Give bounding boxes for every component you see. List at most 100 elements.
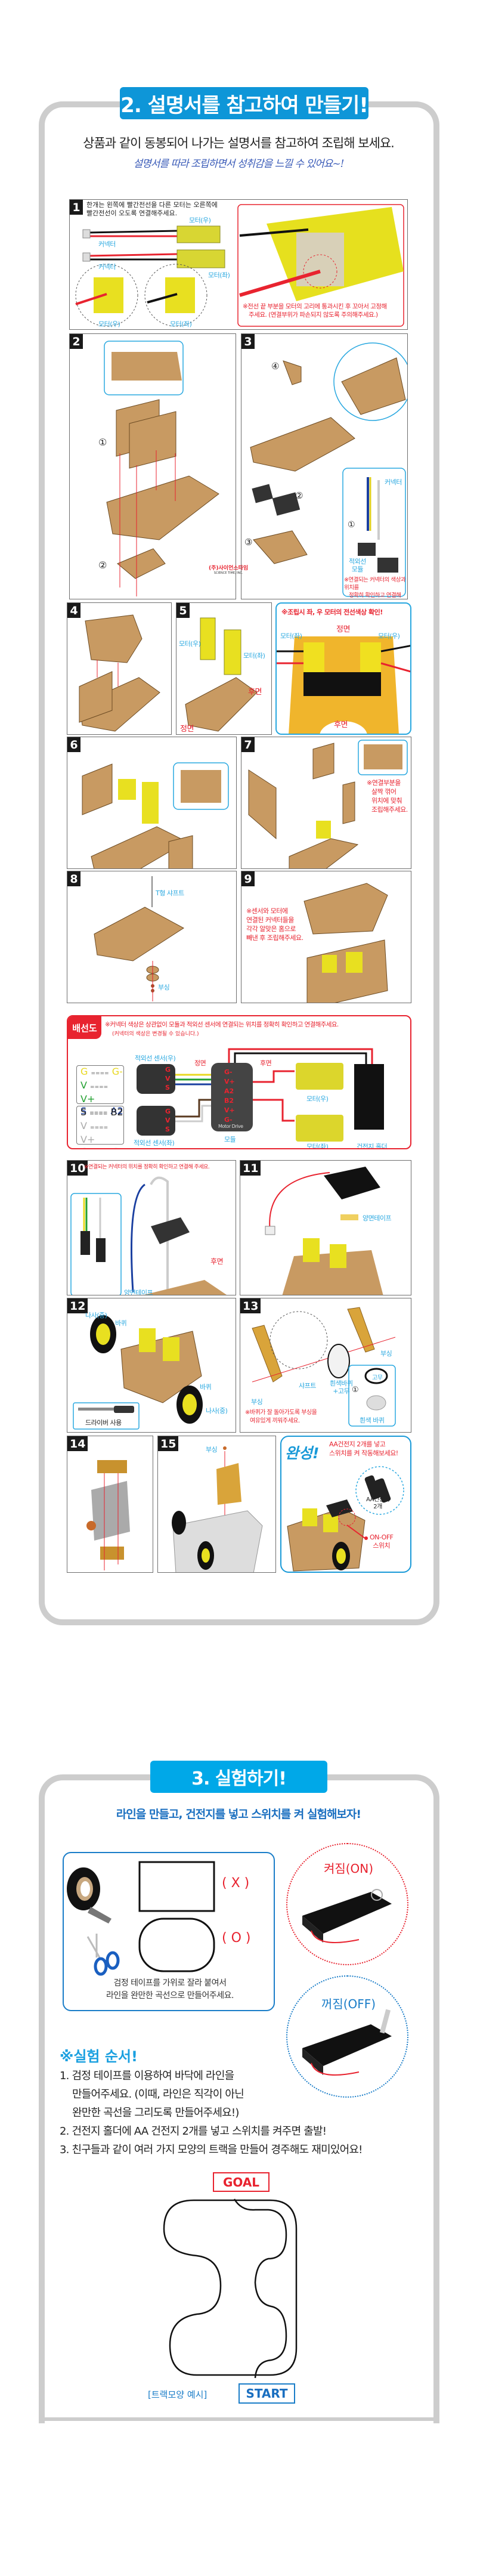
step-12-panel: 12 나사(중) 바퀴 바퀴 나사(중) 드라이버 사용 (67, 1298, 236, 1433)
separator: ==== (89, 1110, 108, 1116)
step-number: 14 (67, 1436, 88, 1451)
battery-holder-on-icon (302, 1889, 392, 1943)
step-6-panel: 6 (67, 737, 237, 869)
legend-row: V ==== V+ (80, 1120, 123, 1146)
label-connector: 커넥터 (98, 240, 116, 248)
label-line: 흰색바퀴 (330, 1380, 353, 1387)
step-number: 9 (241, 871, 255, 886)
tape-caption: 검정 테이프를 가위로 잘라 붙여서 라인을 완만한 곡선으로 만들어주세요. (64, 1977, 276, 2002)
label-connector: 커넥터 (385, 478, 402, 486)
label-screw: 나사(중) (85, 1312, 107, 1319)
step-4-panel: 4 (67, 602, 172, 735)
completed-robot-illustration (287, 1466, 404, 1572)
pin-module: B2 (110, 1106, 123, 1118)
label-bushing: 부싱 (206, 1446, 218, 1454)
right-shape-mark: ( O ) (222, 1931, 251, 1946)
pin-module: A2 (110, 1105, 123, 1117)
completed-title: 완성! (285, 1445, 320, 1462)
wiring-tag: 배선도 (68, 1016, 101, 1039)
note-line: 정확히 확인하고 연결해 주세요. (349, 592, 401, 599)
step-number: 1 (70, 200, 83, 215)
pin-s: S (165, 1084, 170, 1091)
pin-sensor: G (80, 1066, 88, 1077)
note-line: ※전선 끝 부분을 모터의 고리에 통과시킨 후 꼬아서 고정해 (243, 303, 387, 310)
note-line: 살짝 꺾어 (371, 787, 397, 796)
wrong-shape-mark: ( X ) (222, 1876, 250, 1891)
step-number: 12 (67, 1298, 88, 1313)
part-marker-1: ① (98, 437, 107, 448)
note-line: 위치에 맞춰 (371, 796, 402, 805)
pin-s: S (165, 1125, 170, 1133)
tape-instruction-box: ( X ) ( O ) 검정 테이프를 가위로 잘라 붙여서 라인을 완만한 곡… (63, 1852, 275, 2011)
motor-wiring-illustration (75, 204, 404, 327)
label-front: 정면 (194, 1059, 206, 1067)
label-line: 스위치 (373, 1542, 391, 1550)
caption-line: 라인을 완만한 곡선으로 만들어주세요. (106, 1991, 234, 2000)
label-screw: 나사(중) (206, 1407, 228, 1415)
separator: ==== (91, 1071, 109, 1077)
label-white-wheel: 흰색 바퀴 (360, 1417, 385, 1424)
step-9-note: ※센서와 모터에 연결된 커넥터들을 각각 알맞은 홈으로 빼낸 후 조립해주세… (246, 907, 303, 942)
pin-label: B2 (224, 1097, 234, 1105)
outer-wall-illustration (248, 740, 408, 868)
part-marker-3: ③ (244, 537, 252, 548)
step-number: 4 (67, 603, 80, 618)
pin-sensor: G (80, 1146, 88, 1148)
label-motor-right: 모터(우) (189, 217, 211, 224)
step-1-instruction: 한개는 왼쪽에 빨간전선을 다른 모터는 오른쪽에 빨간전선이 오도록 연결해주… (86, 201, 218, 218)
track-example (163, 2198, 298, 2379)
label-shaft: 샤프트 (299, 1382, 316, 1390)
wiring-illustration (137, 1048, 384, 1142)
caster-block-illustration (86, 1460, 130, 1570)
label-line: 모듈 (351, 565, 364, 574)
part-marker-1: ① (348, 520, 355, 530)
pin-g: G (165, 1108, 171, 1115)
module-pins: G- V+ A2 B2 V+ G- (224, 1068, 235, 1125)
sensor-assembly-illustration (250, 342, 407, 597)
step-5-panel: 5 모터(우) 모터(좌) 후면 정면 (176, 602, 272, 735)
label-line: 2개 (373, 1504, 382, 1510)
order-title: ※실험 순서! (60, 2048, 138, 2065)
note-line: 각각 알맞은 홈으로 (246, 924, 296, 933)
label-line: +고무 (333, 1387, 350, 1396)
completed-text: AA건전지 2개를 넣고 스위치를 켜 작동해보세요! (329, 1440, 398, 1458)
logo-subtext: SCIENCE TIME, INC. (213, 571, 243, 575)
wiring-subnote: (커넥터의 색상은 변경될 수 있습니다.) (112, 1031, 199, 1037)
label-front: 정면 (336, 625, 350, 634)
step-13-note: ※바퀴가 잘 돌아가도록 부싱을 여유있게 끼워주세요. (245, 1409, 317, 1425)
track-caption: [트랙모양 예시] (148, 2389, 207, 2400)
instruction-line: 한개는 왼쪽에 빨간전선을 다른 모터는 오른쪽에 (86, 201, 218, 209)
battery-holder-off-icon (302, 2009, 392, 2076)
label-connector: 커넥터 (98, 263, 116, 271)
order-item: 완만한 곡선을 그리도록 만들어주세요!) (72, 2107, 239, 2119)
pin-sensor: V (80, 1080, 87, 1091)
pin-label: V+ (224, 1106, 235, 1114)
experiment-order-list: 1. 검정 테이프를 이용하여 바닥에 라인을 만들어주세요. (이때, 라인은… (60, 2067, 363, 2159)
logo-text: (주)사이언스타임 (209, 565, 249, 571)
label-module: 모듈 (224, 1136, 236, 1143)
legend-row: V ==== V+ (80, 1080, 123, 1105)
section-2-handwritten: 설명서를 따라 조립하면서 성취감을 느낄 수 있어요~! (133, 158, 345, 170)
step-number: 11 (240, 1161, 261, 1176)
motor-topview-illustration (277, 636, 410, 734)
top-plate-illustration (303, 883, 388, 1003)
order-item: 1. 검정 테이프를 이용하여 바닥에 라인을 (60, 2070, 234, 2082)
part-marker-1: ① (352, 1386, 359, 1394)
shaft-assembly-illustration (94, 876, 184, 1001)
tape-scissors-illustration (67, 1861, 215, 1976)
note-line: ※바퀴가 잘 돌아가도록 부싱을 (245, 1409, 317, 1416)
switch-on-illustration: 켜짐(ON) (286, 1843, 408, 1965)
legend-right: G ==== G- V ==== V+ S ==== A2 (76, 1065, 124, 1117)
note-line: 연결된 커넥터들을 (246, 916, 294, 924)
step-number: 5 (176, 603, 190, 618)
note-line: ※센서와 모터에 (246, 907, 288, 915)
goal-label: GOAL (213, 2172, 270, 2192)
label-motor-left: 모터(좌) (306, 1143, 329, 1149)
label-t-shaft: T형 샤프트 (156, 889, 184, 897)
part-marker-2: ② (295, 490, 303, 501)
step-2-panel: 2 ① ② (69, 333, 236, 599)
label-motor-right: 모터(우) (306, 1095, 329, 1103)
